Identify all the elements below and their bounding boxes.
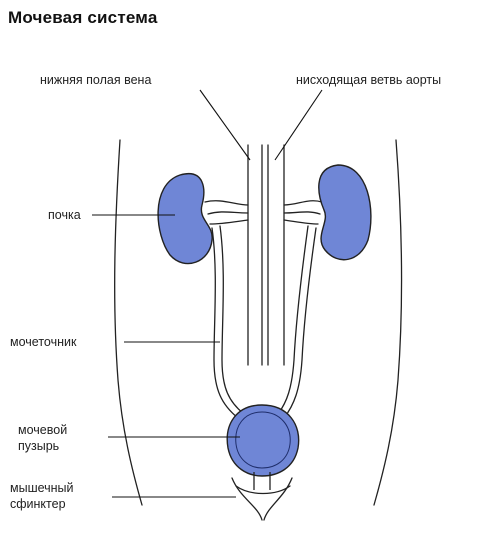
label-ivc: нижняя полая вена bbox=[40, 73, 152, 87]
renal-vessel-right-2 bbox=[283, 211, 321, 215]
bladder bbox=[226, 404, 300, 490]
urethra bbox=[253, 472, 271, 490]
ureter-right-inner bbox=[277, 225, 309, 415]
renal-vessel-left-2 bbox=[207, 211, 249, 215]
label-aorta: нисходящая ветвь аорты bbox=[296, 73, 442, 87]
label-bladder-line1: мочевой bbox=[18, 423, 68, 437]
body-outline-left bbox=[114, 139, 143, 506]
sphincter-base bbox=[235, 485, 291, 495]
ureter-left-outer bbox=[211, 227, 239, 419]
renal-vessel-right-1 bbox=[283, 200, 323, 206]
right-kidney bbox=[318, 164, 372, 261]
body-outline-right bbox=[373, 139, 403, 506]
renal-vessel-left-3 bbox=[209, 219, 249, 225]
label-sphincter-line1: мышечный bbox=[10, 481, 74, 495]
leader-aorta bbox=[274, 89, 323, 161]
label-kidney: почка bbox=[48, 208, 81, 222]
pelvic-floor bbox=[231, 477, 293, 521]
label-sphincter-line2: сфинктер bbox=[10, 497, 66, 511]
page-title: Мочевая система bbox=[8, 8, 158, 27]
renal-vessel-right-3 bbox=[283, 219, 319, 225]
label-ureter: мочеточник bbox=[10, 335, 77, 349]
left-kidney bbox=[157, 172, 213, 265]
leader-ivc bbox=[199, 89, 251, 161]
ureter-left-inner bbox=[219, 225, 245, 415]
renal-vessel-left-1 bbox=[204, 200, 249, 206]
ureter-right-outer bbox=[283, 227, 317, 419]
label-bladder: мочевой пузырь bbox=[18, 422, 67, 454]
label-sphincter: мышечный сфинктер bbox=[10, 480, 74, 512]
label-bladder-line2: пузырь bbox=[18, 439, 60, 453]
